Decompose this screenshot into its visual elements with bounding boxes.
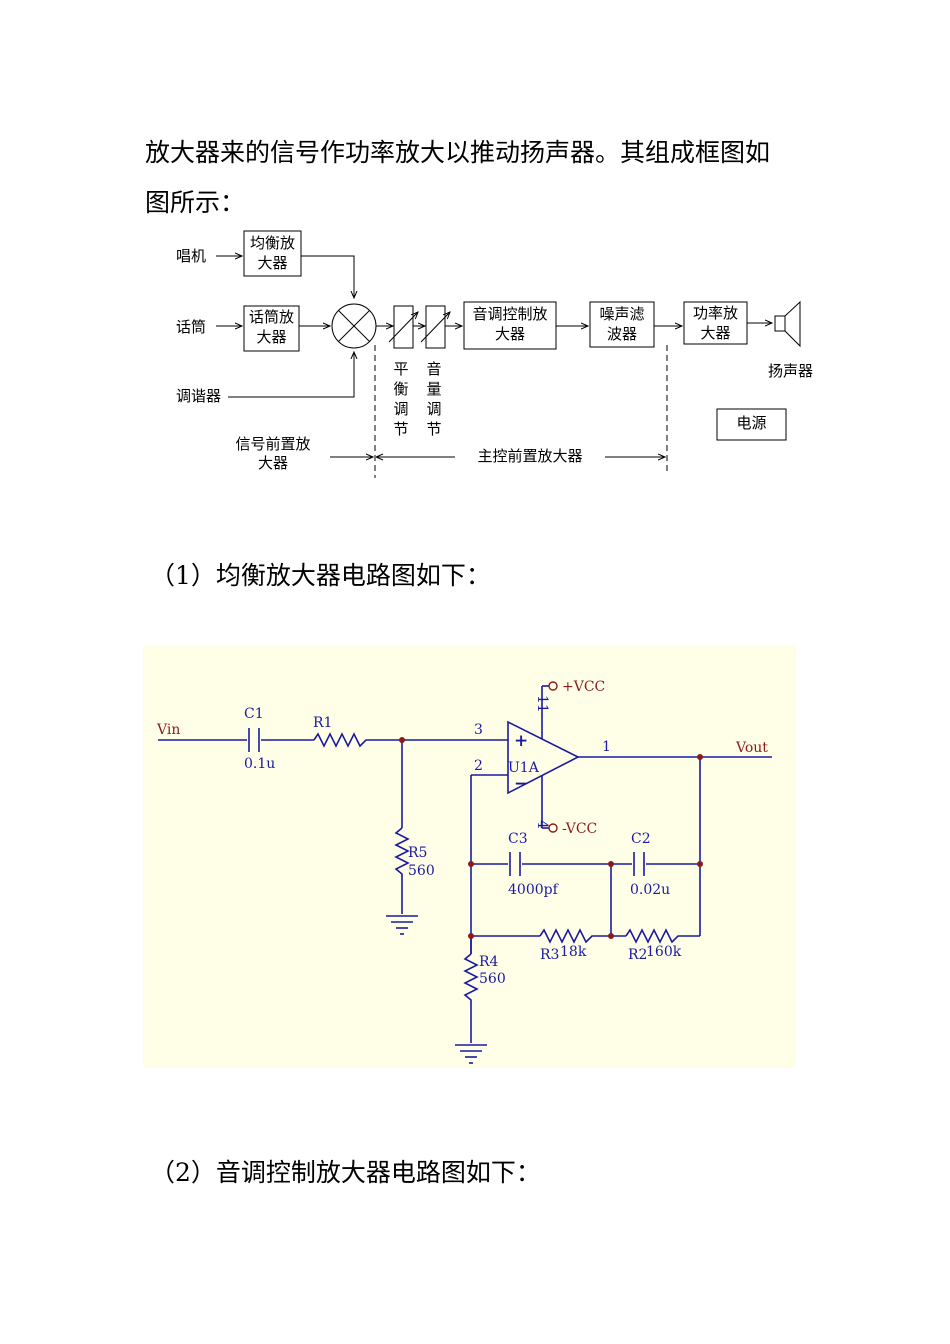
vcc-neg-terminal [548, 823, 558, 833]
wire-tuner-to-mixer [228, 352, 354, 398]
eq-amp-circuit: Vin Vout C1 0.1u R1 3 2 1 11 4 + − U1A +… [143, 645, 796, 1068]
volume-control-box [425, 305, 446, 349]
balance-label-3: 调 [393, 400, 408, 418]
vcc-neg-label: -VCC [562, 821, 597, 837]
net-label-vout: Vout [735, 740, 768, 756]
input-tuner: 调谐器 [176, 387, 221, 405]
block-power-amp-line2: 大器 [700, 324, 730, 342]
opamp-plus-sign: + [514, 731, 528, 751]
ground-icon-r5 [386, 915, 418, 935]
section-main-preamp: 主控前置放大器 [477, 447, 582, 465]
r1-name: R1 [313, 715, 332, 731]
r2-name: R2 [628, 947, 647, 963]
heading-eq-amp-circuit: （1）均衡放大器电路图如下： [150, 561, 491, 590]
mixer-cross-b [338, 310, 370, 342]
block-tone-amp-line1: 音调控制放 [472, 305, 547, 323]
input-record-player: 唱机 [176, 247, 206, 265]
r3-resistor [539, 928, 596, 944]
block-diagram: 唱机 话筒 调谐器 均衡放 大器 话筒放 大器 [176, 230, 813, 478]
c3-value: 4000pf [508, 882, 560, 898]
block-eq-amp-line2: 大器 [257, 254, 287, 272]
volume-label-4: 节 [426, 420, 441, 438]
section-signal-preamp-line2: 大器 [258, 454, 288, 472]
r1-resistor [313, 732, 368, 748]
r2-value: 160k [646, 944, 682, 960]
volume-label-1: 音 [426, 360, 441, 378]
balance-label-1: 平 [393, 360, 408, 378]
r4-resistor [463, 953, 479, 1004]
pin-2: 2 [474, 758, 483, 774]
vcc-pos-label: +VCC [562, 679, 605, 695]
pin-1: 1 [602, 739, 611, 755]
balance-control-box [393, 305, 414, 349]
c1-value: 0.1u [244, 756, 275, 772]
r5-resistor [394, 827, 410, 878]
volume-label-3: 调 [426, 400, 441, 418]
net-label-vin: Vin [156, 722, 180, 738]
balance-control-slash [388, 312, 418, 343]
pin-3: 3 [474, 722, 483, 738]
block-noise-filter-line1: 噪声滤 [599, 305, 644, 323]
speaker-label: 扬声器 [768, 362, 813, 380]
block-power-supply [716, 408, 787, 441]
section-signal-preamp-line1: 信号前置放 [235, 435, 310, 453]
volume-control-slash [420, 312, 450, 343]
wire-eq-to-mixer [301, 255, 354, 298]
c3-name: C3 [508, 831, 528, 847]
intro-line-1: 放大器来的信号作功率放大以推动扬声器。其组成框图如 [145, 138, 771, 167]
intro-line-2: 图所示： [145, 188, 246, 217]
heading-tone-control-circuit: （2）音调控制放大器电路图如下： [150, 1158, 541, 1187]
ground-icon-r4 [455, 1044, 487, 1064]
speaker-icon [774, 300, 801, 348]
r3-value: 18k [560, 944, 587, 960]
block-tone-amp-line2: 大器 [495, 325, 525, 343]
block-noise-filter-line2: 波器 [607, 325, 637, 343]
c2-value: 0.02u [630, 882, 670, 898]
volume-label-2: 量 [426, 380, 441, 398]
pin-11: 11 [534, 695, 550, 713]
block-noise-filter [589, 301, 655, 348]
block-eq-amp [243, 230, 302, 277]
pin-4: 4 [534, 820, 550, 829]
r5-name: R5 [408, 845, 427, 861]
r4-value: 560 [479, 971, 506, 987]
r4-name: R4 [479, 954, 499, 970]
block-mic-amp [243, 305, 300, 352]
opamp-label: U1A [508, 760, 540, 776]
circuit-background [143, 645, 796, 1068]
r3-name: R3 [540, 947, 559, 963]
r5-value: 560 [408, 863, 435, 879]
vcc-pos-terminal [548, 681, 558, 691]
junctions [399, 737, 703, 939]
block-power-supply-label: 电源 [736, 414, 766, 432]
r2-resistor [625, 928, 680, 944]
balance-label-4: 节 [393, 420, 408, 438]
block-power-amp-line1: 功率放 [693, 304, 738, 322]
opamp-u1a-triangle [507, 720, 580, 795]
block-mic-amp-line2: 大器 [256, 328, 286, 346]
input-microphone: 话筒 [176, 318, 206, 336]
block-eq-amp-line1: 均衡放 [250, 234, 295, 252]
opamp-minus-sign: − [514, 774, 528, 794]
block-mic-amp-line1: 话筒放 [249, 308, 294, 326]
c1-name: C1 [244, 706, 264, 722]
intro-paragraph: 放大器来的信号作功率放大以推动扬声器。其组成框图如 图所示： [145, 128, 825, 228]
c2-name: C2 [631, 831, 651, 847]
balance-label-2: 衡 [393, 380, 408, 398]
